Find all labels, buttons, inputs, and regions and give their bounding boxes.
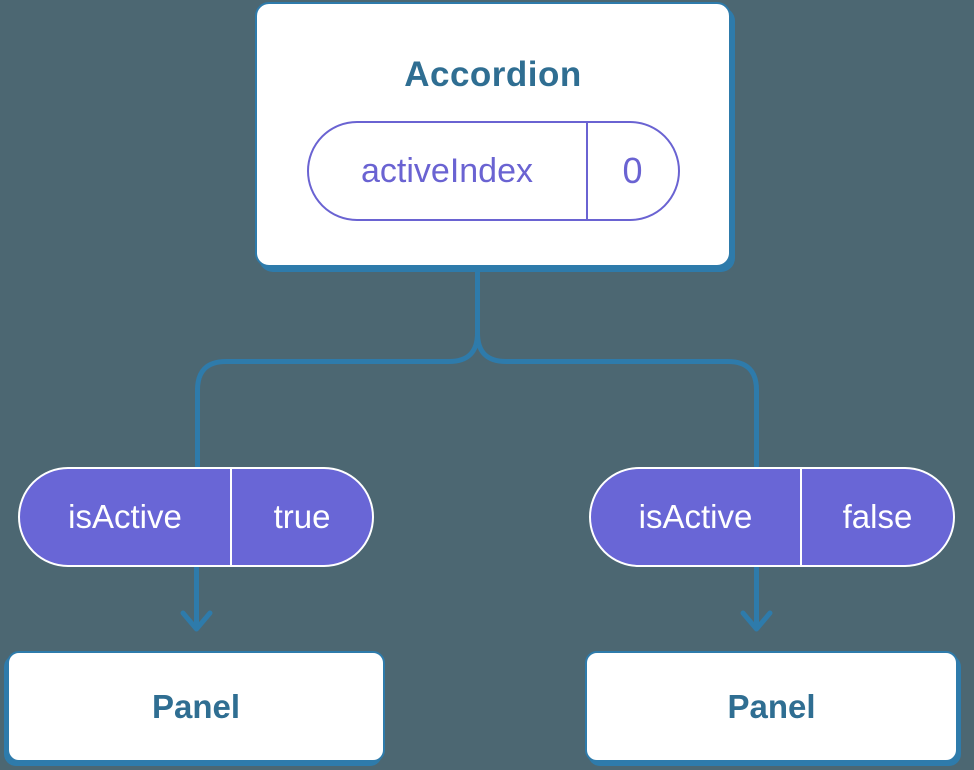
prop-pill-isactive-true: isActive true: [18, 467, 374, 567]
tree-connector-right: [475, 264, 759, 469]
prop-pill-value: false: [842, 498, 913, 535]
arrow-down-right-icon: [740, 565, 773, 632]
panel-node-left: Panel: [7, 651, 385, 762]
prop-pill-label: isActive: [20, 469, 232, 565]
state-pill-label: activeIndex: [309, 123, 588, 219]
state-pill: activeIndex 0: [306, 121, 680, 221]
state-pill-value: 0: [622, 150, 643, 191]
arrow-down-left-icon: [180, 565, 213, 632]
prop-pill-label: isActive: [591, 469, 802, 565]
accordion-node: Accordion activeIndex 0: [255, 2, 731, 267]
tree-connector-left: [195, 264, 480, 469]
panel-node-right: Panel: [585, 651, 958, 762]
prop-pill-isactive-false: isActive false: [589, 467, 955, 567]
accordion-node-title: Accordion: [404, 55, 582, 94]
prop-pill-value: true: [273, 498, 331, 535]
